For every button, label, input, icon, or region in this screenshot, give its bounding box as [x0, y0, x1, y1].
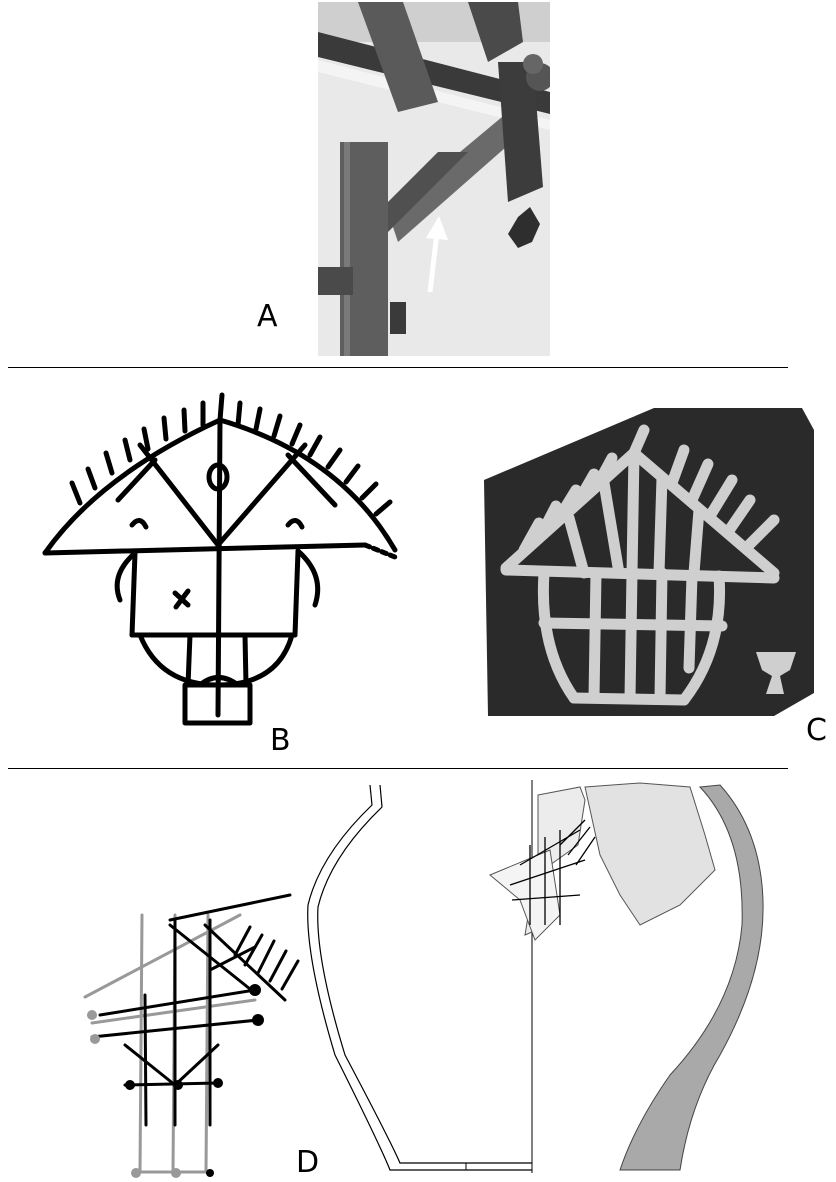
panel-d-drawing [80, 775, 800, 1182]
panel-c-engraving-photo [484, 408, 814, 720]
panel-label-d: D [296, 1148, 319, 1178]
rock-engraving-photo [484, 408, 814, 720]
panel-label-b: B [270, 726, 291, 756]
panel-label-c: C [806, 716, 827, 746]
panel-label-a: A [257, 302, 278, 332]
symbol-line-drawing [40, 385, 410, 735]
divider-line-bottom [8, 768, 788, 769]
timber-frame-photo [318, 2, 550, 356]
vessel-reconstruction-drawing [80, 775, 800, 1182]
divider-line-top [8, 367, 788, 368]
panel-a-photo [318, 2, 550, 356]
panel-b-drawing [40, 385, 410, 735]
